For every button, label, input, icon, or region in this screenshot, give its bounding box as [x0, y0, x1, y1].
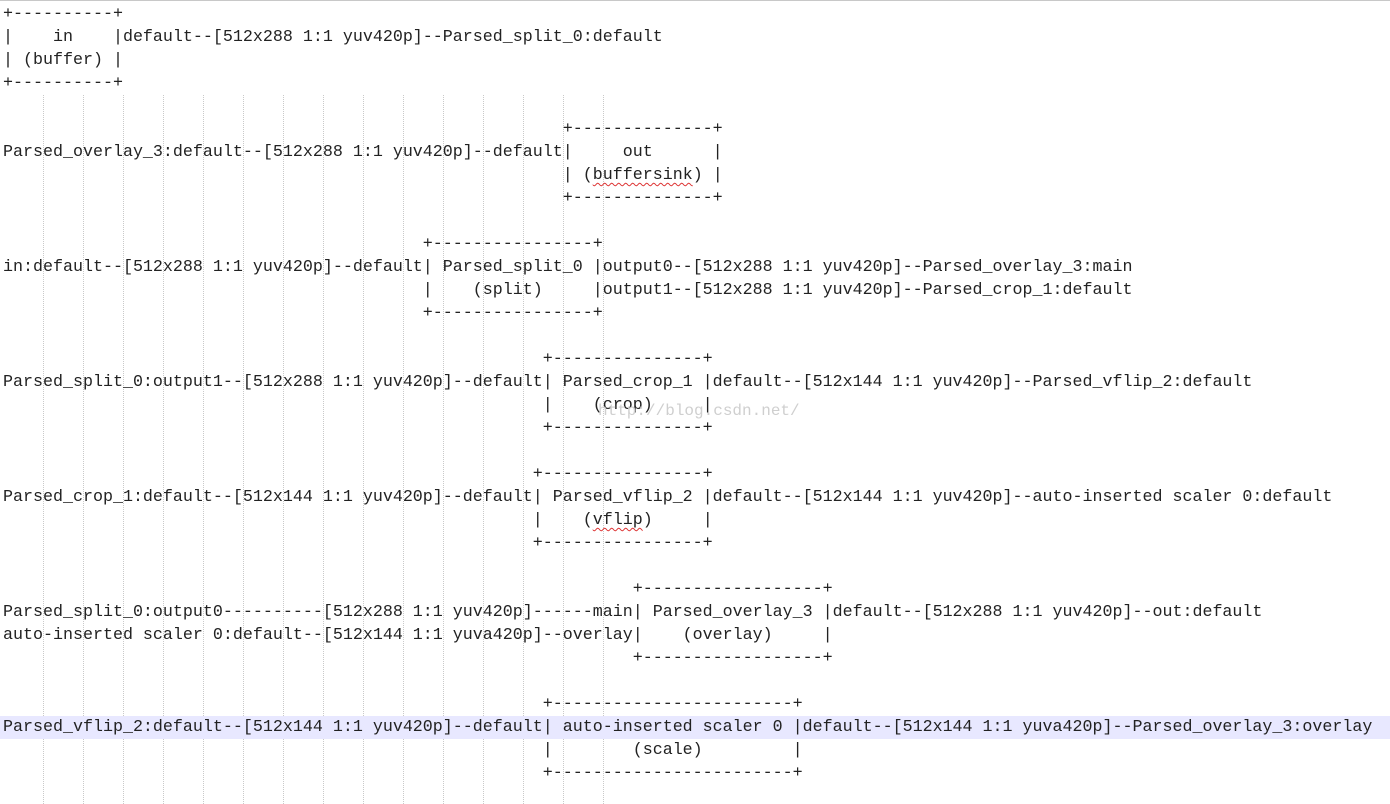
- editor-line[interactable]: | (crop) |: [3, 396, 713, 415]
- editor-line[interactable]: [3, 555, 1390, 578]
- editor-line[interactable]: +----------------+: [3, 534, 713, 553]
- editor-line[interactable]: Parsed_split_0:output0----------[512x288…: [3, 603, 1263, 622]
- spellcheck-mark: buffersink: [592, 166, 693, 185]
- editor-line[interactable]: +------------------+: [3, 580, 833, 599]
- editor-line[interactable]: [3, 95, 1390, 118]
- editor-line[interactable]: +---------------+: [3, 419, 713, 438]
- editor-line[interactable]: auto-inserted scaler 0:default--[512x144…: [3, 626, 833, 645]
- editor-line[interactable]: [3, 210, 1390, 233]
- editor-line[interactable]: Parsed_overlay_3:default--[512x288 1:1 y…: [3, 143, 723, 162]
- editor-line[interactable]: Parsed_split_0:output1--[512x288 1:1 yuv…: [3, 373, 1253, 392]
- editor-line[interactable]: | (scale) |: [3, 741, 803, 760]
- editor-line[interactable]: +------------------+: [3, 649, 833, 668]
- editor-line[interactable]: [3, 670, 1390, 693]
- editor-line[interactable]: | (buffer) |: [3, 51, 123, 70]
- editor-line[interactable]: +---------------+: [3, 350, 713, 369]
- editor-text-area[interactable]: +----------+ | in |default--[512x288 1:1 …: [0, 3, 1390, 785]
- editor-line[interactable]: +----------------+: [3, 304, 603, 323]
- editor-line[interactable]: +----------------+: [3, 235, 603, 254]
- editor-line[interactable]: +----------+: [3, 74, 123, 93]
- editor-line[interactable]: +----------+: [3, 5, 123, 24]
- editor-line[interactable]: | (split) |output1--[512x288 1:1 yuv420p…: [3, 281, 1133, 300]
- editor-line[interactable]: Parsed_vflip_2:default--[512x144 1:1 yuv…: [0, 716, 1390, 739]
- editor-line[interactable]: +--------------+: [3, 189, 723, 208]
- editor-line[interactable]: [3, 440, 1390, 463]
- editor-line[interactable]: +------------------------+: [3, 764, 803, 783]
- editor-line[interactable]: | in |default--[512x288 1:1 yuv420p]--Pa…: [3, 28, 663, 47]
- editor-line[interactable]: +----------------+: [3, 465, 713, 484]
- editor-line[interactable]: +------------------------+: [3, 695, 803, 714]
- editor-line[interactable]: in:default--[512x288 1:1 yuv420p]--defau…: [3, 258, 1133, 277]
- editor-line[interactable]: +--------------+: [3, 120, 723, 139]
- editor-line[interactable]: [3, 325, 1390, 348]
- editor-line[interactable]: | (vflip) |: [3, 511, 713, 530]
- spellcheck-mark: vflip: [592, 511, 643, 530]
- editor-line[interactable]: Parsed_crop_1:default--[512x144 1:1 yuv4…: [3, 488, 1333, 507]
- editor-line[interactable]: | (buffersink) |: [3, 166, 723, 185]
